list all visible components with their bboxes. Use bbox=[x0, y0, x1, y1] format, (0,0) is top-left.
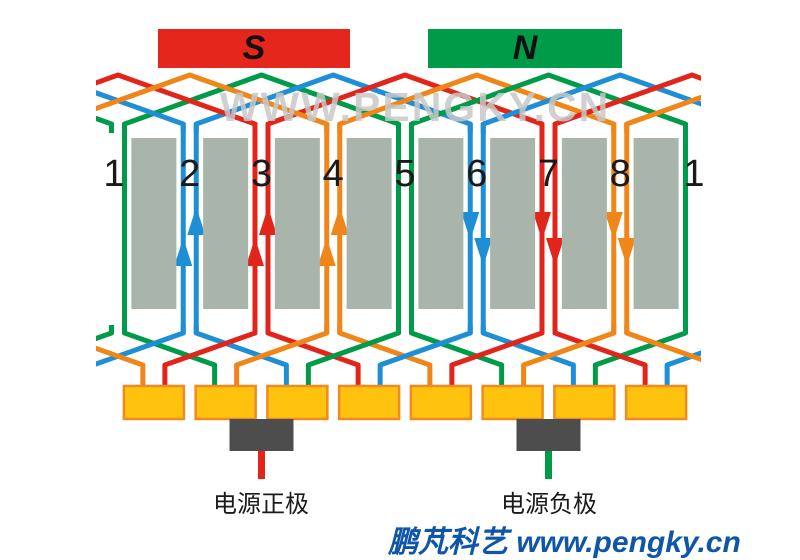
armature-tooth bbox=[346, 138, 392, 309]
slot-number: 4 bbox=[323, 153, 344, 195]
coil-bottom-connector bbox=[96, 345, 146, 395]
armature-tooth bbox=[418, 138, 464, 309]
coil-bottom-connector bbox=[739, 325, 800, 395]
commutator-segment bbox=[409, 384, 473, 421]
commutator-segment bbox=[194, 384, 257, 421]
commutator-segment bbox=[624, 384, 688, 421]
current-arrow-down bbox=[617, 238, 636, 266]
armature-tooth bbox=[633, 138, 679, 309]
armature-tooth bbox=[203, 138, 249, 309]
armature-tooth bbox=[561, 138, 607, 309]
current-arrow-up bbox=[259, 207, 277, 235]
commutator-segment bbox=[122, 384, 186, 421]
slot-number: 2 bbox=[179, 153, 200, 195]
magnet-south-label: S bbox=[242, 29, 266, 67]
slot-number: 7 bbox=[538, 153, 559, 195]
positive-terminal-label: 电源正极 bbox=[213, 491, 309, 518]
brush-negative bbox=[516, 419, 581, 451]
current-arrow-down bbox=[461, 212, 480, 240]
coil-bottom-connector bbox=[664, 350, 701, 395]
slot-number: 1 bbox=[683, 153, 704, 195]
current-arrow-down bbox=[474, 238, 493, 266]
current-arrow-up bbox=[317, 238, 336, 266]
current-arrow-up bbox=[187, 207, 206, 235]
armature-tooth bbox=[490, 138, 536, 309]
positive-lead-wire bbox=[258, 451, 265, 479]
current-arrow-down bbox=[546, 238, 564, 266]
slot-number: 6 bbox=[466, 153, 487, 195]
current-arrow-up bbox=[330, 207, 349, 235]
brush-positive bbox=[229, 419, 294, 451]
armature-tooth bbox=[274, 138, 320, 309]
commutator-segment bbox=[553, 384, 616, 421]
current-arrow-up bbox=[174, 238, 193, 266]
slot-number: 3 bbox=[251, 153, 272, 195]
coil-top-connector bbox=[96, 90, 186, 133]
commutator-segment bbox=[266, 384, 329, 421]
magnet-south: S bbox=[158, 29, 350, 68]
negative-lead-wire bbox=[545, 451, 552, 479]
armature-tooth bbox=[131, 138, 177, 309]
coil-bottom-connector bbox=[0, 325, 71, 395]
wire-weave bbox=[0, 72, 800, 395]
current-arrow-down bbox=[533, 212, 551, 240]
current-arrow-down bbox=[604, 212, 623, 240]
slot-number: 1 bbox=[103, 153, 124, 195]
commutator-segment bbox=[481, 384, 544, 421]
negative-terminal-label: 电源负极 bbox=[501, 491, 597, 518]
magnet-north-label: N bbox=[512, 29, 538, 67]
coil-top-connector bbox=[96, 115, 114, 133]
magnet-north: N bbox=[428, 29, 622, 68]
coil-top-connector bbox=[624, 94, 701, 133]
commutator-segment bbox=[337, 384, 401, 421]
slot-number: 5 bbox=[394, 153, 415, 195]
slot-number: 8 bbox=[610, 153, 631, 195]
branding-text: 鹏芃科艺 www.pengky.cn bbox=[388, 526, 741, 559]
coil-top-connector bbox=[0, 75, 40, 133]
coil-bottom-connector bbox=[96, 325, 114, 342]
current-arrow-up bbox=[246, 238, 264, 266]
